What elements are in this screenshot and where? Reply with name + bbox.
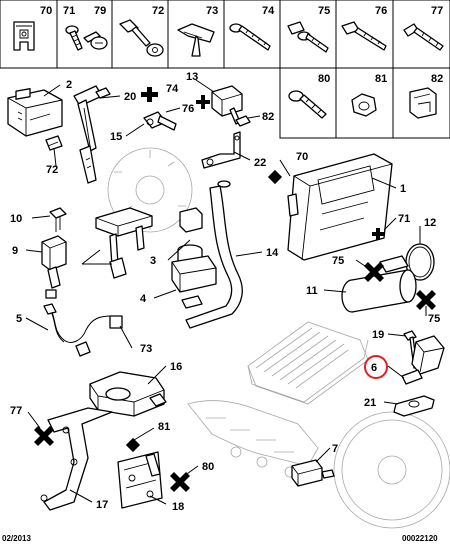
screw-80-icon: [288, 90, 327, 119]
callout-7[interactable]: 7: [332, 443, 338, 455]
engine-block-part: [187, 400, 319, 478]
hardware-grid: 70 71 79 72 73 74 75 76 77 80 81 82: [0, 0, 450, 139]
stud-77-icon: [403, 23, 444, 51]
seal-21-part[interactable]: [393, 395, 435, 417]
callout-75-maf[interactable]: 75: [332, 255, 344, 267]
hw-label-82: 82: [431, 73, 443, 85]
cross-marker-74: [196, 95, 210, 109]
callout-3[interactable]: 3: [150, 255, 156, 267]
hw-label-74: 74: [262, 5, 275, 17]
hw-cell-71-79[interactable]: [56, 0, 113, 69]
cross-marker-80: [170, 472, 190, 492]
callout-16[interactable]: 16: [170, 361, 182, 373]
temp-sensor-7-part[interactable]: [291, 459, 335, 487]
switch-10-part[interactable]: [49, 207, 67, 232]
bolt-75-icon: [287, 21, 329, 53]
crank-sensor-6-part[interactable]: [401, 335, 445, 385]
harness-5-part[interactable]: [43, 303, 113, 357]
callout-72[interactable]: 72: [46, 164, 58, 176]
callout-9[interactable]: 9: [12, 245, 18, 257]
callout-15[interactable]: 15: [110, 131, 122, 143]
cross-marker-71: [372, 228, 384, 240]
diamond-marker-81: [125, 437, 141, 453]
callout-11[interactable]: 11: [306, 285, 318, 297]
callout-10[interactable]: 10: [10, 213, 22, 225]
hw-label-73: 73: [206, 5, 218, 17]
footer-date: 02/2013: [2, 534, 31, 543]
highlight-ring-6: [364, 355, 388, 379]
callout-labels: 2 20 72 76 15 13 74 82 22 70 1 71 12 10 …: [10, 71, 440, 513]
leader-lines: [25, 79, 427, 505]
clip-82-icon: [409, 87, 437, 119]
hw-label-71: 71: [63, 5, 75, 17]
callout-73[interactable]: 73: [140, 343, 152, 355]
callout-77[interactable]: 77: [10, 405, 22, 417]
hw-label-76: 76: [375, 5, 387, 17]
callout-75-right[interactable]: 75: [428, 313, 440, 325]
injector-part[interactable]: [73, 85, 111, 184]
glow-relay-part[interactable]: [7, 88, 63, 137]
bracket-18-part[interactable]: [117, 451, 163, 509]
bracket-22-part[interactable]: [201, 131, 241, 169]
screw-74-icon: [229, 23, 271, 51]
throttle-actuator-16-part[interactable]: [89, 371, 167, 417]
sensor-9-part[interactable]: [41, 235, 67, 299]
cross-marker-76: [141, 87, 158, 102]
hose-14-part[interactable]: [185, 180, 243, 329]
bolt-76-icon: [341, 21, 387, 51]
cross-marker-77: [34, 426, 54, 446]
callout-1[interactable]: 1: [400, 183, 406, 195]
sensor-13-part[interactable]: [211, 85, 243, 125]
clip-82-part[interactable]: [235, 115, 251, 127]
sensor-72-part[interactable]: [45, 135, 63, 151]
callout-20[interactable]: 20: [124, 91, 136, 103]
bolt-79-icon: [83, 31, 108, 50]
hw-label-79: 79: [94, 5, 106, 17]
callout-21[interactable]: 21: [364, 397, 376, 409]
callout-74[interactable]: 74: [166, 83, 179, 95]
sensor-15-part[interactable]: [143, 111, 177, 131]
callout-5[interactable]: 5: [16, 313, 22, 325]
callout-81[interactable]: 81: [158, 421, 170, 433]
callout-13[interactable]: 13: [186, 71, 198, 83]
hw-label-75: 75: [318, 5, 330, 17]
cross-marker-75a: [364, 262, 384, 282]
screw-71-icon: [65, 25, 83, 51]
clip-70-icon: [13, 21, 35, 51]
clip-73-icon: [177, 23, 215, 57]
callout-19[interactable]: 19: [372, 329, 384, 341]
callout-6[interactable]: 6: [371, 362, 377, 374]
callout-76[interactable]: 76: [182, 103, 194, 115]
callout-80[interactable]: 80: [202, 461, 214, 473]
callout-82[interactable]: 82: [262, 111, 274, 123]
footer-ref: 00022120: [402, 534, 438, 543]
callout-70[interactable]: 70: [296, 151, 308, 163]
engine-cover-part: [247, 321, 369, 405]
hw-label-77: 77: [431, 5, 443, 17]
nut-81-icon: [351, 93, 377, 117]
callout-14[interactable]: 14: [266, 247, 279, 259]
connector-73-part[interactable]: [109, 315, 123, 329]
pressure-sensor-3-part[interactable]: [95, 207, 203, 279]
flywheel-part: [333, 411, 450, 529]
bolt-72-icon: [119, 19, 164, 57]
callout-2[interactable]: 2: [66, 79, 72, 91]
hw-label-72: 72: [152, 5, 164, 17]
diamond-marker-70: [267, 169, 283, 185]
hw-label-70: 70: [40, 5, 52, 17]
ecu-1-part[interactable]: [287, 153, 393, 261]
callout-12[interactable]: 12: [424, 217, 436, 229]
hw-label-81: 81: [375, 73, 387, 85]
callout-18[interactable]: 18: [172, 501, 184, 513]
callout-22[interactable]: 22: [254, 157, 266, 169]
callout-17[interactable]: 17: [96, 499, 108, 511]
callout-4[interactable]: 4: [140, 293, 147, 305]
egr-valve-4-part[interactable]: [171, 244, 217, 309]
bracket-17-part[interactable]: [40, 407, 113, 511]
cross-marker-75b: [416, 290, 436, 310]
hw-label-80: 80: [318, 73, 330, 85]
callout-71[interactable]: 71: [398, 213, 410, 225]
